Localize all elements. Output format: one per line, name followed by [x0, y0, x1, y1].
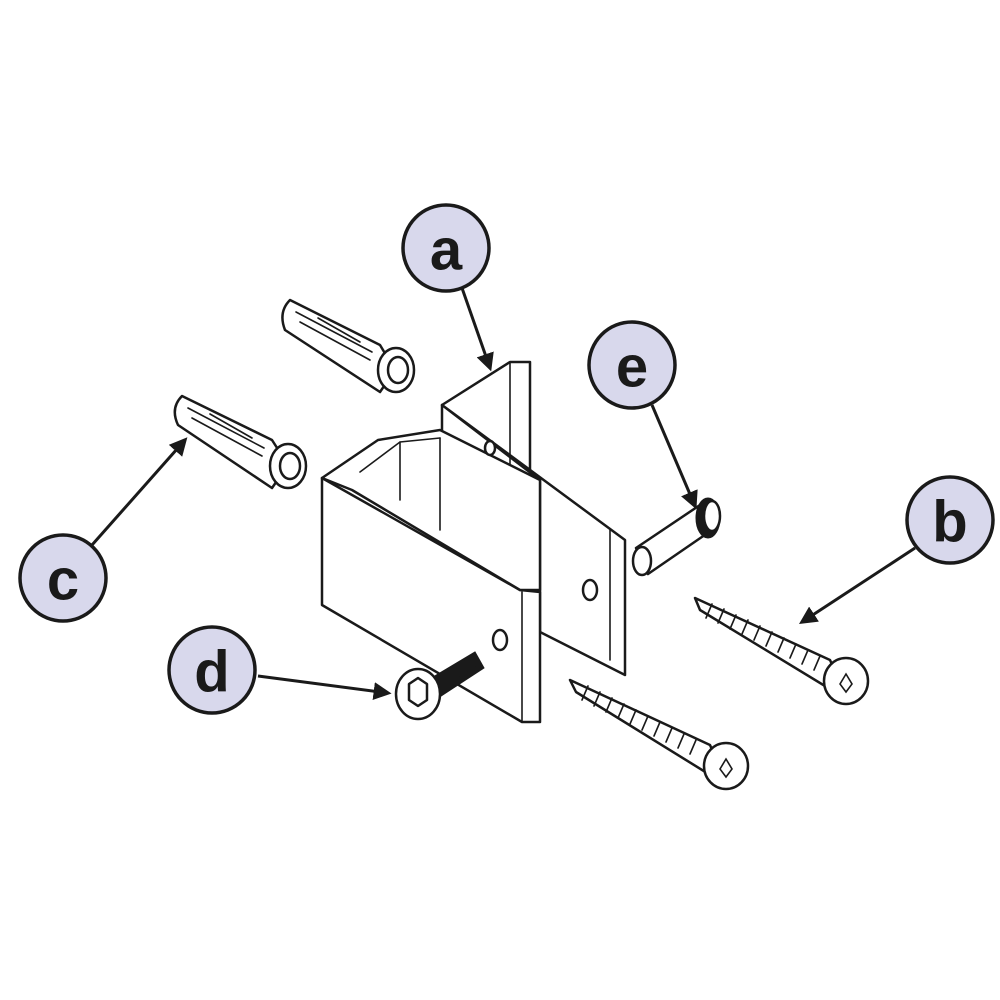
machine-screw [394, 651, 485, 721]
leader-b [798, 546, 916, 624]
callout-c: c [18, 533, 108, 623]
wall-anchor-upper [281, 298, 416, 394]
callout-a-label: a [430, 218, 463, 283]
callout-e: e [587, 320, 677, 410]
barrel-nut [631, 497, 722, 577]
callout-b-label: b [932, 490, 967, 555]
leader-e [650, 404, 698, 510]
callout-b: b [905, 475, 995, 565]
callout-c-label: c [47, 548, 79, 613]
u-bracket [320, 360, 627, 724]
callout-d-label: d [194, 640, 229, 705]
leader-a [460, 287, 494, 372]
leader-d [257, 674, 392, 701]
callout-a: a [401, 203, 491, 293]
wood-screw-lower [568, 678, 750, 791]
callout-e-label: e [616, 335, 648, 400]
wall-anchor-lower [173, 394, 308, 490]
callout-d: d [167, 625, 257, 715]
leader-c [90, 437, 188, 546]
wood-screw-upper [693, 596, 870, 706]
